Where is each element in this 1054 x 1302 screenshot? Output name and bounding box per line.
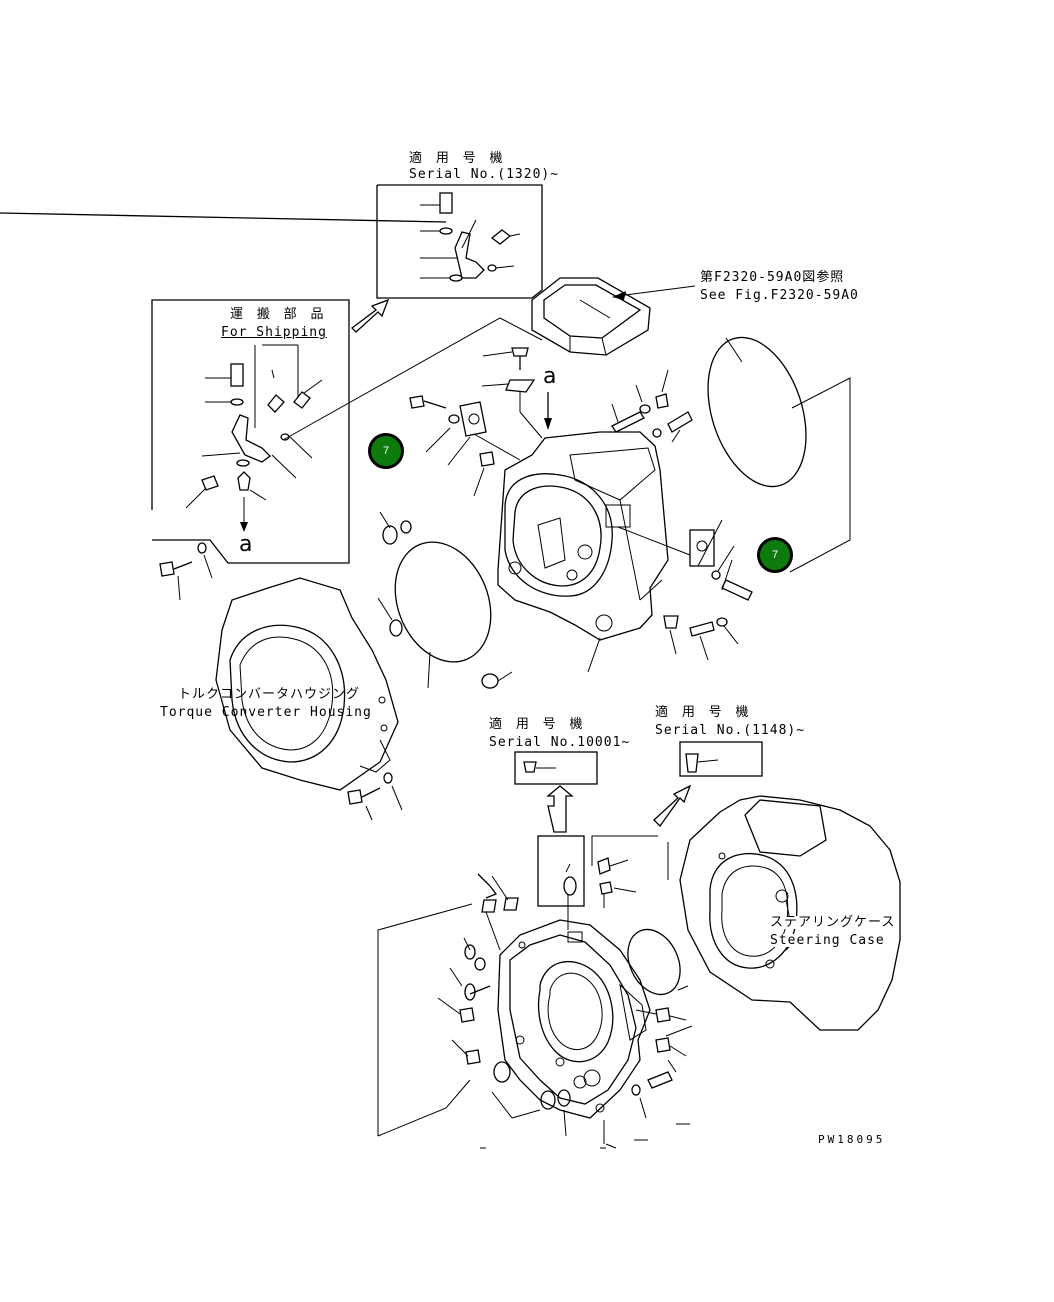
- serial-10001-label-jp: 適 用 号 機: [489, 717, 586, 732]
- shipping-label-jp: 運 搬 部 品: [230, 307, 327, 322]
- callout-7-left[interactable]: 7: [368, 433, 404, 469]
- see-fig-label-jp: 第F2320-59A0図参照: [700, 270, 845, 285]
- bottom-fasteners: [437, 873, 693, 1149]
- housing-fasteners: [409, 369, 753, 673]
- see-fig-label: See Fig.F2320-59A0: [700, 288, 859, 303]
- torque-converter-label-jp: トルクコンバータハウジング: [178, 687, 361, 702]
- callout-7-right[interactable]: 7: [757, 537, 793, 573]
- serial-1148-label-jp: 適 用 号 機: [655, 705, 752, 720]
- serial-10001-label: Serial No.10001~: [489, 735, 631, 750]
- serial-1148-box: [679, 741, 763, 777]
- drawing-code: PW18095: [818, 1133, 886, 1146]
- serial-1320-label: Serial No.(1320)~: [409, 167, 560, 182]
- reference-mark-a-bottom: a: [239, 532, 254, 557]
- reference-mark-a-top: a: [543, 364, 558, 389]
- shipping-box: [151, 299, 350, 564]
- top-cover: [531, 277, 651, 356]
- callout-number: 7: [771, 549, 779, 561]
- steering-case-label-jp: ステアリングケース: [770, 915, 896, 930]
- shipping-label: For Shipping: [221, 325, 327, 340]
- bottom-housing: [497, 919, 651, 1119]
- steering-case-label: Steering Case: [770, 933, 885, 948]
- serial-1320-box: [0, 184, 543, 299]
- torque-converter-housing: [215, 577, 403, 821]
- torque-converter-label: Torque Converter Housing: [160, 705, 372, 720]
- serial-1148-label: Serial No.(1148)~: [655, 723, 806, 738]
- serial-10001-box: [514, 751, 598, 785]
- serial-1320-label-jp: 適 用 号 機: [409, 151, 506, 166]
- callout-number: 7: [382, 445, 390, 457]
- steering-case: [679, 795, 901, 1031]
- transmission-housing: [497, 431, 691, 641]
